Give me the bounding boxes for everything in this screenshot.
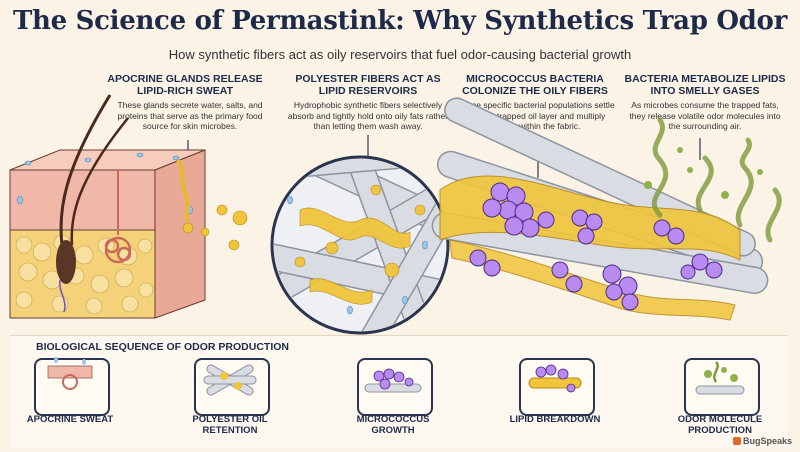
odor-gas-icon	[651, 117, 782, 243]
step-4-title: BACTERIA METABOLIZE LIPIDS INTO SMELLY G…	[624, 73, 786, 97]
odor-molecule-icon	[644, 147, 763, 199]
skin-cross-section-icon	[9, 94, 248, 319]
sequence-step-4	[519, 358, 595, 416]
step-1-desc: These glands secrete water, salts, and p…	[117, 100, 263, 131]
page-subtitle: How synthetic fibers act as oily reservo…	[168, 47, 632, 62]
page-title: The Science of Permastink: Why Synthetic…	[12, 6, 788, 36]
sequence-step-5	[684, 358, 760, 416]
brand-logo-icon	[732, 437, 741, 445]
sequence-step-2	[194, 358, 270, 416]
step-2-title: POLYESTER FIBERS ACT AS LIPID RESERVOIRS	[295, 73, 441, 97]
sequence-step-1	[34, 358, 110, 416]
step-3-desc: These specific bacterial populations set…	[457, 100, 615, 131]
step-2-desc: Hydrophobic synthetic fibers selectively…	[287, 100, 449, 131]
step-3-title: MICROCOCCUS BACTERIA COLONIZE THE OILY F…	[462, 73, 608, 97]
sequence-label-3: MICROCOCCUS GROWTH	[356, 414, 430, 436]
step-1-title: APOCRINE GLANDS RELEASE LIPID-RICH SWEAT	[107, 73, 263, 97]
brand-logo: BugSpeaks	[732, 436, 792, 446]
oily-fiber-bundle-icon	[431, 97, 769, 321]
step-4-desc: As microbes consume the trapped fats, th…	[629, 100, 781, 131]
sequence-step-3	[357, 358, 433, 416]
sequence-label-2: POLYESTER OIL RETENTION	[192, 414, 268, 436]
sequence-label-5: ODOR MOLECULE PRODUCTION	[677, 414, 763, 436]
sequence-label-1: APOCRINE SWEAT	[26, 414, 114, 425]
sequence-label-4: LIPID BREAKDOWN	[509, 414, 601, 425]
brand-logo-text: BugSpeaks	[742, 436, 792, 446]
sequence-heading: BIOLOGICAL SEQUENCE OF ODOR PRODUCTION	[36, 341, 289, 353]
